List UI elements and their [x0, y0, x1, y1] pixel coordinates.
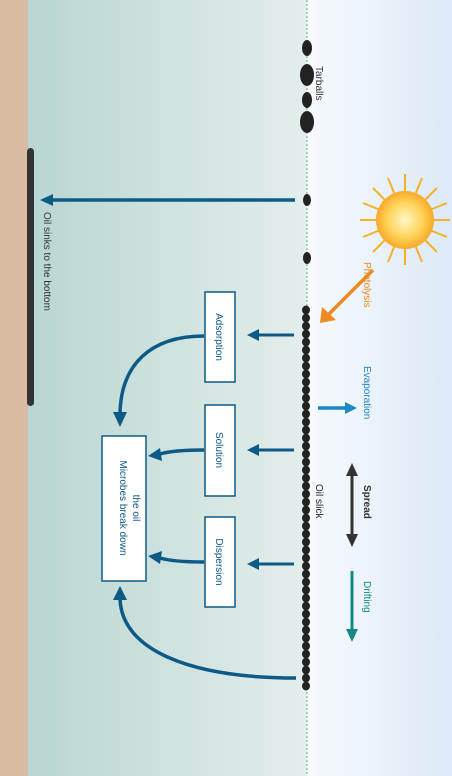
- oil-slick-bead: [302, 321, 310, 331]
- oil-slick-bead: [302, 681, 310, 691]
- dispersion-box: [204, 516, 236, 608]
- oil-slick-bead: [302, 561, 310, 571]
- oil-slick-bead: [302, 665, 310, 675]
- oil-slick-bead: [302, 345, 310, 355]
- oil-slick-bead: [302, 481, 310, 491]
- microbes-label-line2: the oil: [130, 495, 141, 522]
- oil-slick-bead: [302, 657, 310, 667]
- oil-slick-bead: [302, 393, 310, 403]
- sky-region: [307, 0, 452, 776]
- oil-slick-bead: [302, 313, 310, 323]
- oil-slick-bead: [302, 329, 310, 339]
- oil-slick-bead: [302, 553, 310, 563]
- oil-slick-bead: [302, 497, 310, 507]
- oil-slick-bead: [302, 529, 310, 539]
- tarballs-label: Tarballs: [313, 66, 324, 100]
- oil-slick-bead: [302, 401, 310, 411]
- photolysis-arrow-head: [320, 307, 336, 323]
- evaporation-arrow-head: [345, 402, 357, 414]
- oil-slick-bead: [302, 305, 310, 315]
- oil-slick-bead: [302, 377, 310, 387]
- oil-slick-bead: [302, 601, 310, 611]
- spread-arrow-head-bottom: [346, 534, 358, 547]
- oil-slick-bead: [302, 337, 310, 347]
- oil-slick-bead: [302, 385, 310, 395]
- oil-slick-bead: [302, 585, 310, 595]
- water-region: [28, 0, 307, 776]
- dispersion-label: Dispersion: [213, 538, 224, 585]
- adsorption-label: Adsorption: [213, 313, 224, 361]
- oil-slick-bead: [302, 569, 310, 579]
- sun-icon: [360, 174, 450, 265]
- oil-slick-bead: [302, 473, 310, 483]
- solution-box: [204, 404, 236, 497]
- oil-slick-bead: [302, 441, 310, 451]
- adsorption-box: [204, 291, 236, 383]
- oil-slick-bead: [302, 521, 310, 531]
- oil-slick-bead: [302, 489, 310, 499]
- oil-slick-bead: [302, 577, 310, 587]
- oil-slick: [302, 305, 310, 691]
- microbes-box: [101, 435, 147, 582]
- oil-slick-bead: [302, 617, 310, 627]
- seabed-region: [0, 0, 28, 776]
- oil-slick-bead: [302, 449, 310, 459]
- oil-slick-bead: [302, 425, 310, 435]
- drifting-label: Drifting: [361, 581, 372, 613]
- oil-slick-bead: [302, 633, 310, 643]
- microbes-inflow-arrows: [118, 334, 297, 680]
- oil-slick-bead: [302, 505, 310, 515]
- photolysis-label: Photolysis: [361, 262, 372, 308]
- seabed-oil-layer: [27, 148, 34, 406]
- oil-slick-bead: [302, 513, 310, 523]
- oil-slick-bead: [302, 641, 310, 651]
- oil-slick-bead: [302, 457, 310, 467]
- oil-slick-bead: [302, 361, 310, 371]
- oil-slick-bead: [302, 609, 310, 619]
- slick-downward-arrows: [247, 329, 294, 570]
- oil-slick-bead: [302, 353, 310, 363]
- oil-slick-bead: [302, 369, 310, 379]
- spread-arrow-head-top: [346, 463, 358, 476]
- sinks-label: Oil sinks to the bottom: [41, 212, 52, 311]
- oil-slick-bead: [302, 433, 310, 443]
- oil-slick-label: Oil slick: [313, 484, 324, 519]
- oil-slick-bead: [302, 625, 310, 635]
- oil-slick-bead: [302, 409, 310, 419]
- oil-slick-bead: [302, 649, 310, 659]
- tarballs: [300, 40, 314, 264]
- photolysis-arrow: [326, 268, 375, 317]
- oil-slick-bead: [302, 465, 310, 475]
- sinking-arrow-head: [40, 194, 53, 206]
- oil-slick-bead: [302, 673, 310, 683]
- oil-slick-bead: [302, 545, 310, 555]
- spread-label: Spread: [361, 485, 372, 519]
- oil-slick-bead: [302, 593, 310, 603]
- solution-label: Solution: [213, 432, 224, 468]
- oil-slick-bead: [302, 537, 310, 547]
- evaporation-label: Evaporation: [361, 366, 372, 419]
- drifting-arrow-head: [346, 629, 358, 642]
- microbes-label-line1: Microbes break down: [117, 460, 128, 555]
- oil-slick-bead: [302, 417, 310, 427]
- microbes-inflow-arrow-heads: [113, 412, 162, 600]
